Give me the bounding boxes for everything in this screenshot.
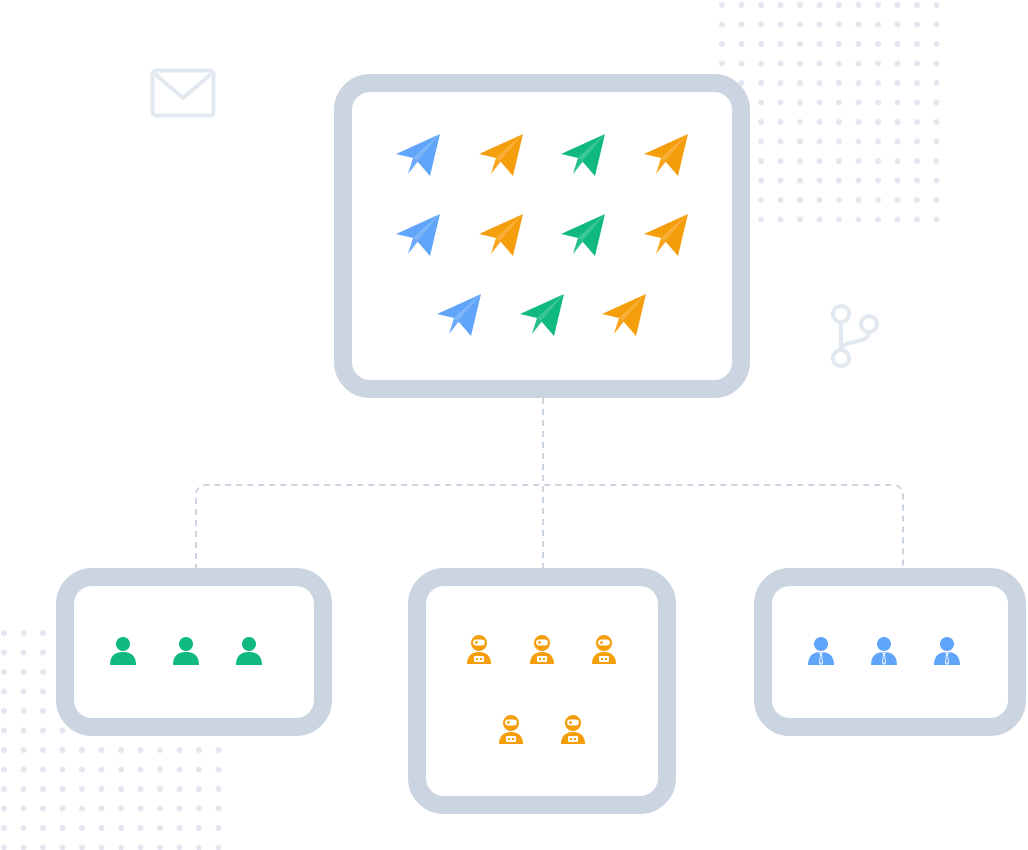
dot-pattern-top-right <box>716 0 946 222</box>
astronaut-icon <box>465 634 493 669</box>
envelope-icon <box>150 68 216 118</box>
paper-plane-icon <box>394 132 442 185</box>
businessman-icon <box>807 636 835 671</box>
paper-plane-icon <box>559 132 607 185</box>
paper-plane-icon <box>600 292 648 345</box>
astronaut-icon <box>559 714 587 749</box>
paper-plane-icon <box>559 212 607 265</box>
paper-plane-icon <box>518 292 566 345</box>
paper-plane-icon <box>435 292 483 345</box>
paper-plane-icon <box>642 212 690 265</box>
paper-plane-icon <box>477 132 525 185</box>
paper-plane-icon <box>642 132 690 185</box>
group-box-middle <box>408 568 676 814</box>
paper-plane-icon <box>477 212 525 265</box>
paper-plane-icon <box>394 212 442 265</box>
businessman-icon <box>870 636 898 671</box>
astronaut-icon <box>590 634 618 669</box>
group-box-right <box>754 568 1026 736</box>
businessman-icon <box>933 636 961 671</box>
git-branch-icon <box>831 304 879 368</box>
astronaut-icon <box>497 714 525 749</box>
hub-box <box>334 74 750 398</box>
user-icon <box>235 636 263 671</box>
group-box-left <box>56 568 332 736</box>
user-icon <box>109 636 137 671</box>
user-icon <box>172 636 200 671</box>
astronaut-icon <box>528 634 556 669</box>
